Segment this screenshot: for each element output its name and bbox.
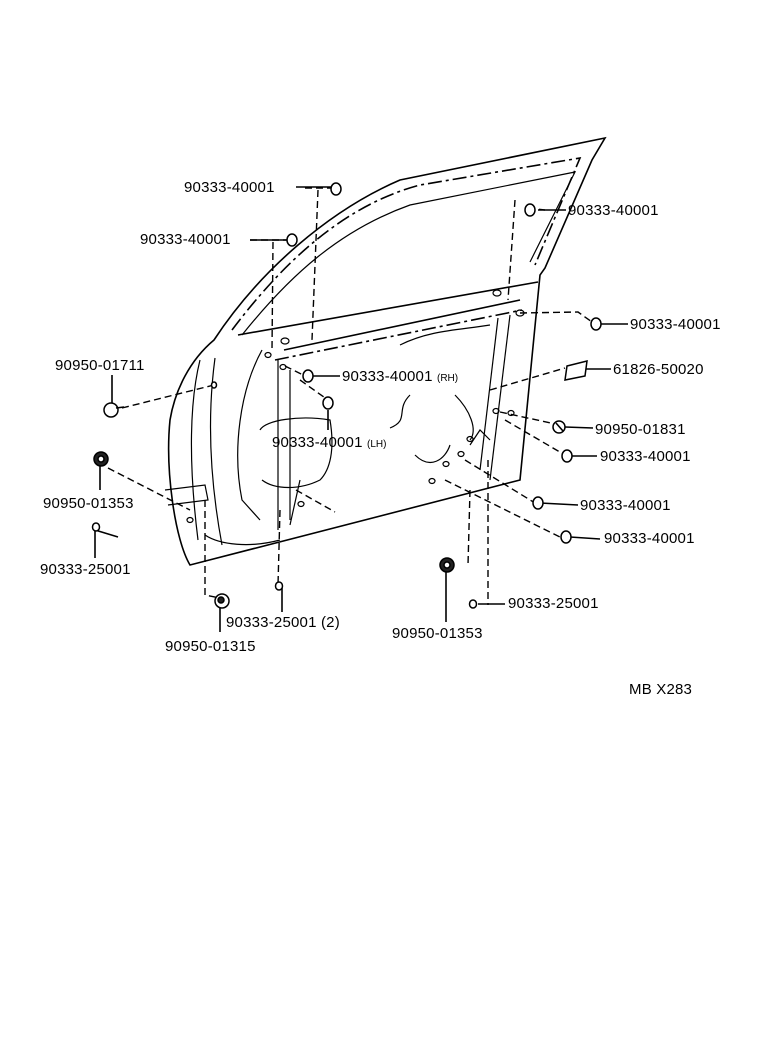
part-label: 90950-01711 [55, 357, 145, 374]
part-label: 90950-01315 [165, 638, 256, 655]
hole-plug-icon [439, 557, 455, 573]
label-leaders [94, 186, 628, 632]
door-outline [164, 136, 607, 566]
part-label: 90950-01353 [392, 625, 483, 642]
part-label: 90333-40001 (LH) [272, 434, 387, 451]
hole-plug-icon [93, 451, 109, 467]
part-label: 90333-25001 [40, 561, 131, 578]
fasteners [91, 182, 602, 609]
hole-plug-icon [214, 593, 230, 609]
part-label: 61826-50020 [613, 361, 704, 378]
part-label: 90333-25001 [508, 595, 599, 612]
part-label: 90333-25001 (2) [226, 614, 340, 631]
push-rivet-icon [103, 402, 125, 418]
small-clip-icon [91, 522, 101, 532]
part-label: 90333-40001 [600, 448, 691, 465]
part-label: 90333-40001 [580, 497, 671, 514]
part-label: 90333-40001 [140, 231, 231, 248]
small-clip-icon [274, 581, 284, 591]
part-label: 90333-40001 [568, 202, 659, 219]
clip-icon [532, 496, 544, 510]
leader-lines [107, 187, 593, 605]
clip-icon [286, 233, 298, 247]
pad-icon [564, 360, 588, 381]
part-label: 90333-40001 [630, 316, 721, 333]
part-label: 90333-40001 [184, 179, 275, 196]
clip-icon [561, 449, 573, 463]
clip-icon [322, 396, 334, 410]
clip-icon [560, 530, 572, 544]
clip-icon [330, 182, 342, 196]
part-label: 90950-01353 [43, 495, 134, 512]
part-label: 90333-40001 [604, 530, 695, 547]
plug-icon [552, 420, 566, 434]
part-label: 90950-01831 [595, 421, 686, 438]
small-clip-icon [468, 599, 478, 609]
clip-icon [524, 203, 536, 217]
figure-code: MB X283 [629, 681, 693, 698]
small-clip-icon [210, 381, 218, 389]
part-label: 90333-40001 (RH) [342, 368, 459, 385]
clip-icon [302, 369, 314, 383]
clip-icon [590, 317, 602, 331]
